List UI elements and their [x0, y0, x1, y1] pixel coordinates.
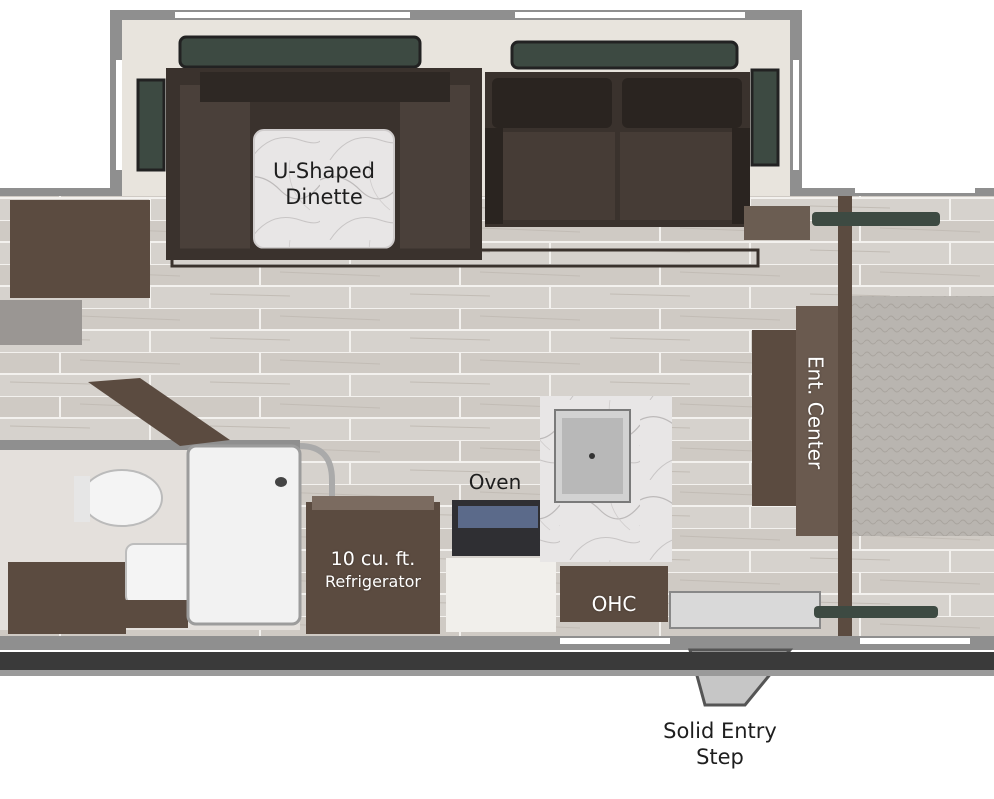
refrigerator	[306, 502, 440, 634]
dinette-label-line2: Dinette	[285, 185, 363, 210]
ent-center-label: Ent. Center	[803, 355, 828, 470]
frame-bottom-shadow	[0, 670, 994, 676]
dinette-back	[200, 72, 450, 102]
side-window	[136, 78, 166, 172]
bathroom-wall	[0, 440, 300, 450]
dinette-label-line1: U-Shaped	[272, 159, 376, 183]
stove-grate	[458, 506, 538, 528]
entry-well	[669, 591, 821, 629]
side-window	[750, 68, 780, 167]
window-strip	[855, 188, 975, 193]
sofa-seat-left	[503, 132, 615, 220]
dinette-seat-left	[180, 85, 250, 250]
sofa-arm-right	[732, 128, 750, 224]
toilet	[81, 469, 163, 527]
sofa-seat-right	[620, 132, 732, 220]
sofa-arm-left	[485, 128, 503, 224]
bath-vanity-base	[104, 600, 188, 628]
entry-step-label: Solid Entry Step	[630, 718, 810, 771]
dinette-seat-right	[400, 85, 470, 250]
entry-step-label-line1: Solid Entry	[663, 719, 777, 743]
shower-drain	[275, 477, 287, 487]
toilet-tank	[74, 476, 90, 522]
oven-label: Oven	[468, 470, 522, 494]
window-strip	[515, 12, 745, 18]
dinette-label: U-Shaped Dinette	[254, 158, 394, 211]
entry-step-label-line2: Step	[696, 745, 744, 770]
refrigerator-top	[312, 496, 434, 510]
upper-cabinet	[10, 200, 150, 298]
dinette-outline	[170, 248, 760, 268]
dinette-table	[253, 129, 395, 249]
ohc-cabinet	[560, 566, 668, 622]
window-strip	[116, 60, 122, 170]
window-strip	[793, 60, 799, 170]
shower-curve	[299, 443, 335, 500]
oven-base	[446, 558, 556, 632]
slide-wall-cap	[744, 206, 810, 240]
bathroom-door	[88, 378, 230, 446]
refrigerator-label-line1: 10 cu. ft.	[330, 548, 416, 570]
sink-drain	[589, 453, 595, 459]
shower	[186, 444, 302, 626]
window-strip	[175, 12, 410, 18]
sofa-window	[510, 40, 739, 70]
upper-cabinet-shadow	[0, 300, 82, 345]
bedroom-window	[812, 212, 940, 226]
refrigerator-label-line2: Refrigerator	[325, 571, 421, 591]
frame-bottom	[0, 652, 994, 670]
sofa-cushion-right	[622, 78, 742, 128]
dinette-window	[178, 35, 422, 69]
bed	[852, 296, 994, 536]
sofa-cushion-left	[492, 78, 612, 128]
refrigerator-label: 10 cu. ft. Refrigerator	[306, 548, 440, 592]
ent-center-wall	[838, 196, 852, 636]
ohc-label: OHC	[591, 592, 637, 616]
window-strip	[860, 638, 970, 644]
window-strip	[560, 638, 670, 644]
bedroom-window	[814, 606, 938, 618]
ent-center-face	[796, 306, 838, 536]
